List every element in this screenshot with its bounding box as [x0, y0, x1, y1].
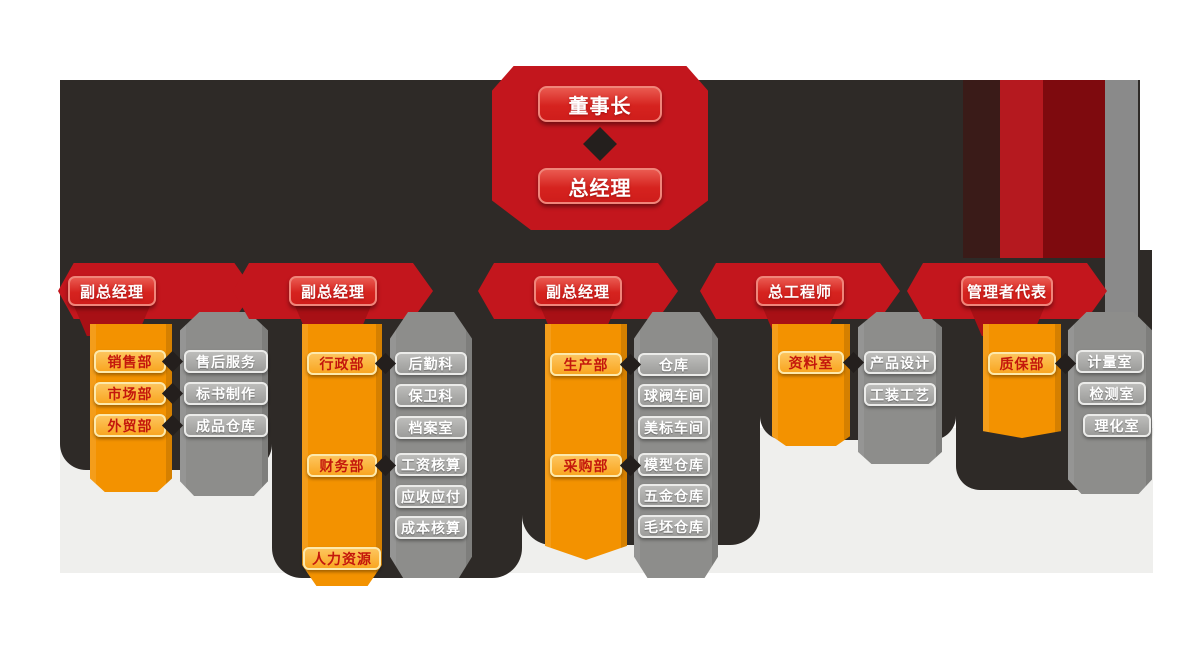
- dept-label: 财务部: [319, 457, 365, 474]
- branch5-head-label: 管理者代表: [966, 283, 1047, 301]
- sub-dept-node: 毛坯仓库: [638, 515, 710, 538]
- dept-label: 质保部: [999, 355, 1045, 372]
- branch1-head-label: 副总经理: [79, 283, 144, 301]
- sub-dept-node: 售后服务: [184, 350, 268, 373]
- sub-dept-node: 成品仓库: [184, 414, 268, 437]
- dept-label: 行政部: [319, 355, 365, 372]
- branch1-head-node: 副总经理: [68, 276, 156, 306]
- sub-dept-node: 后勤科: [395, 352, 467, 375]
- sub-dept-label: 工资核算: [401, 456, 461, 473]
- sub-dept-label: 售后服务: [196, 353, 256, 370]
- sub-dept-label: 美标车间: [644, 419, 704, 436]
- branch3-gray-ribbon: [634, 312, 718, 578]
- sub-dept-label: 理化室: [1094, 417, 1140, 434]
- sub-dept-label: 检测室: [1089, 385, 1135, 402]
- sub-dept-label: 计量室: [1087, 353, 1133, 370]
- sub-dept-label: 应收应付: [401, 488, 461, 505]
- sub-dept-label: 模型仓库: [644, 456, 704, 473]
- top-right-maroon-strip: [963, 80, 1000, 258]
- sub-dept-node: 工装工艺: [864, 383, 936, 406]
- branch4-orange-ribbon: [772, 324, 850, 446]
- sub-dept-node: 检测室: [1078, 382, 1146, 405]
- branch2-head-label: 副总经理: [300, 283, 365, 301]
- dept-label: 人力资源: [312, 550, 372, 567]
- branch2-head-node: 副总经理: [289, 276, 377, 306]
- org-node-chairman: 董事长: [538, 86, 662, 122]
- dept-node: 资料室: [778, 351, 844, 374]
- branch4-head-node: 总工程师: [756, 276, 844, 306]
- sub-dept-label: 标书制作: [196, 385, 256, 402]
- sub-dept-node: 应收应付: [395, 485, 467, 508]
- sub-dept-label: 后勤科: [408, 355, 454, 372]
- sub-dept-label: 仓库: [659, 356, 689, 373]
- sub-dept-label: 产品设计: [870, 354, 930, 371]
- sub-dept-node: 美标车间: [638, 416, 710, 439]
- top-right-gray-strip: [1105, 80, 1138, 340]
- dept-label: 销售部: [107, 353, 153, 370]
- dept-label: 采购部: [563, 457, 609, 474]
- sub-dept-node: 标书制作: [184, 382, 268, 405]
- dept-label: 资料室: [788, 354, 834, 371]
- dept-node: 销售部: [94, 350, 166, 373]
- dept-label: 市场部: [107, 385, 153, 402]
- sub-dept-node: 档案室: [395, 416, 467, 439]
- branch5-orange-ribbon: [983, 324, 1061, 438]
- sub-dept-node: 球阀车间: [638, 384, 710, 407]
- sub-dept-node: 产品设计: [864, 351, 936, 374]
- branch3-head-label: 副总经理: [545, 283, 610, 301]
- branch3-head-node: 副总经理: [534, 276, 622, 306]
- dept-node: 外贸部: [94, 414, 166, 437]
- sub-dept-node: 理化室: [1083, 414, 1151, 437]
- sub-dept-label: 球阀车间: [644, 387, 704, 404]
- sub-dept-node: 保卫科: [395, 384, 467, 407]
- top-right-darkred-strip: [1043, 80, 1105, 258]
- dept-node: 财务部: [307, 454, 377, 477]
- branch5-head-node: 管理者代表: [961, 276, 1053, 306]
- sub-dept-node: 成本核算: [395, 516, 467, 539]
- dept-node: 生产部: [550, 353, 622, 376]
- dept-node: 人力资源: [303, 547, 381, 570]
- dept-node: 质保部: [988, 352, 1056, 375]
- dept-label: 外贸部: [107, 417, 153, 434]
- sub-dept-node: 仓库: [638, 353, 710, 376]
- dept-node: 行政部: [307, 352, 377, 375]
- org-node-general-manager: 总经理: [538, 168, 662, 204]
- top-right-red-strip: [1000, 80, 1043, 258]
- dept-label: 生产部: [563, 356, 609, 373]
- branch4-head-label: 总工程师: [767, 283, 832, 301]
- dept-node: 采购部: [550, 454, 622, 477]
- general-manager-label: 总经理: [568, 177, 632, 200]
- sub-dept-label: 成本核算: [401, 519, 461, 536]
- sub-dept-label: 工装工艺: [870, 386, 930, 403]
- dept-node: 市场部: [94, 382, 166, 405]
- sub-dept-label: 成品仓库: [196, 417, 256, 434]
- sub-dept-node: 五金仓库: [638, 484, 710, 507]
- sub-dept-node: 工资核算: [395, 453, 467, 476]
- sub-dept-label: 五金仓库: [644, 487, 704, 504]
- sub-dept-label: 毛坯仓库: [644, 518, 704, 535]
- sub-dept-node: 模型仓库: [638, 453, 710, 476]
- chairman-label: 董事长: [568, 95, 632, 118]
- sub-dept-node: 计量室: [1076, 350, 1144, 373]
- sub-dept-label: 保卫科: [408, 387, 454, 404]
- sub-dept-label: 档案室: [408, 419, 454, 436]
